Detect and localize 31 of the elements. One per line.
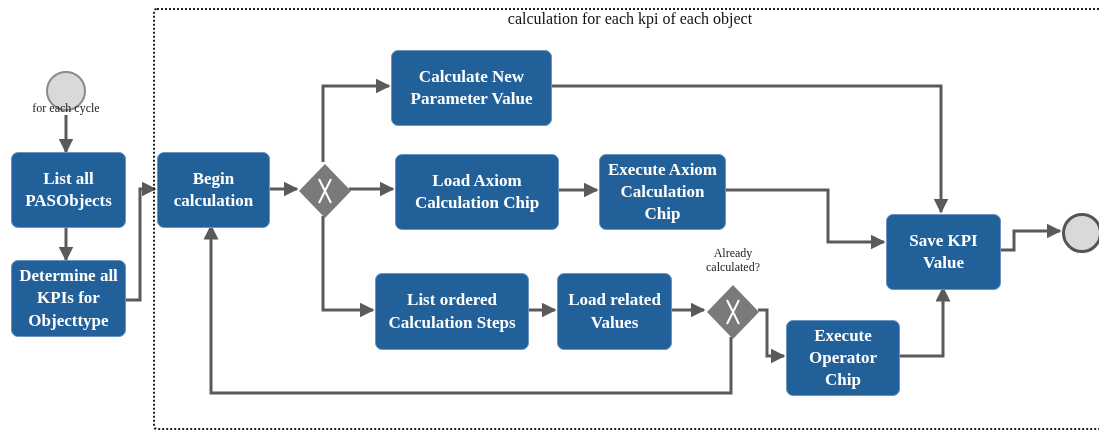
gateway-diamond [299,164,351,218]
sequence-arrow [550,84,949,214]
sequence-arrow [58,115,74,154]
task-box: Execute Axiom Calculation Chip [599,154,726,230]
sequence-arrow [321,78,391,162]
sequence-arrow [58,228,74,262]
event-label: for each cycle [31,100,101,115]
sequence-arrow [758,308,786,364]
task-box: Load related Values [557,273,672,350]
sequence-arrow [557,182,599,198]
end-event-circle [1062,213,1099,253]
group-frame [153,8,1099,430]
sequence-arrow [527,302,557,318]
sequence-arrow [349,181,395,197]
task-box: Determine all KPIs for Objecttype [11,260,126,337]
sequence-arrow [268,181,299,197]
task-box: List ordered Calculation Steps [375,273,529,350]
task-box: Begin calculation [157,152,270,228]
gateway-diamond [706,285,760,339]
task-box: List all PASObjects [11,152,126,228]
task-box: Load Axiom Calculation Chip [395,154,559,230]
group-title: calculation for each kpi of each object [506,10,754,28]
sequence-arrow [999,223,1062,252]
sequence-arrow [126,181,157,302]
sequence-arrow [670,302,706,318]
task-box: Execute Operator Chip [786,320,900,396]
annotation-text: Already calculated? [705,246,761,275]
task-box: Save KPI Value [886,214,1001,290]
task-box: Calculate New Parameter Value [391,50,552,126]
sequence-arrow [724,188,886,250]
sequence-arrow [321,216,375,318]
